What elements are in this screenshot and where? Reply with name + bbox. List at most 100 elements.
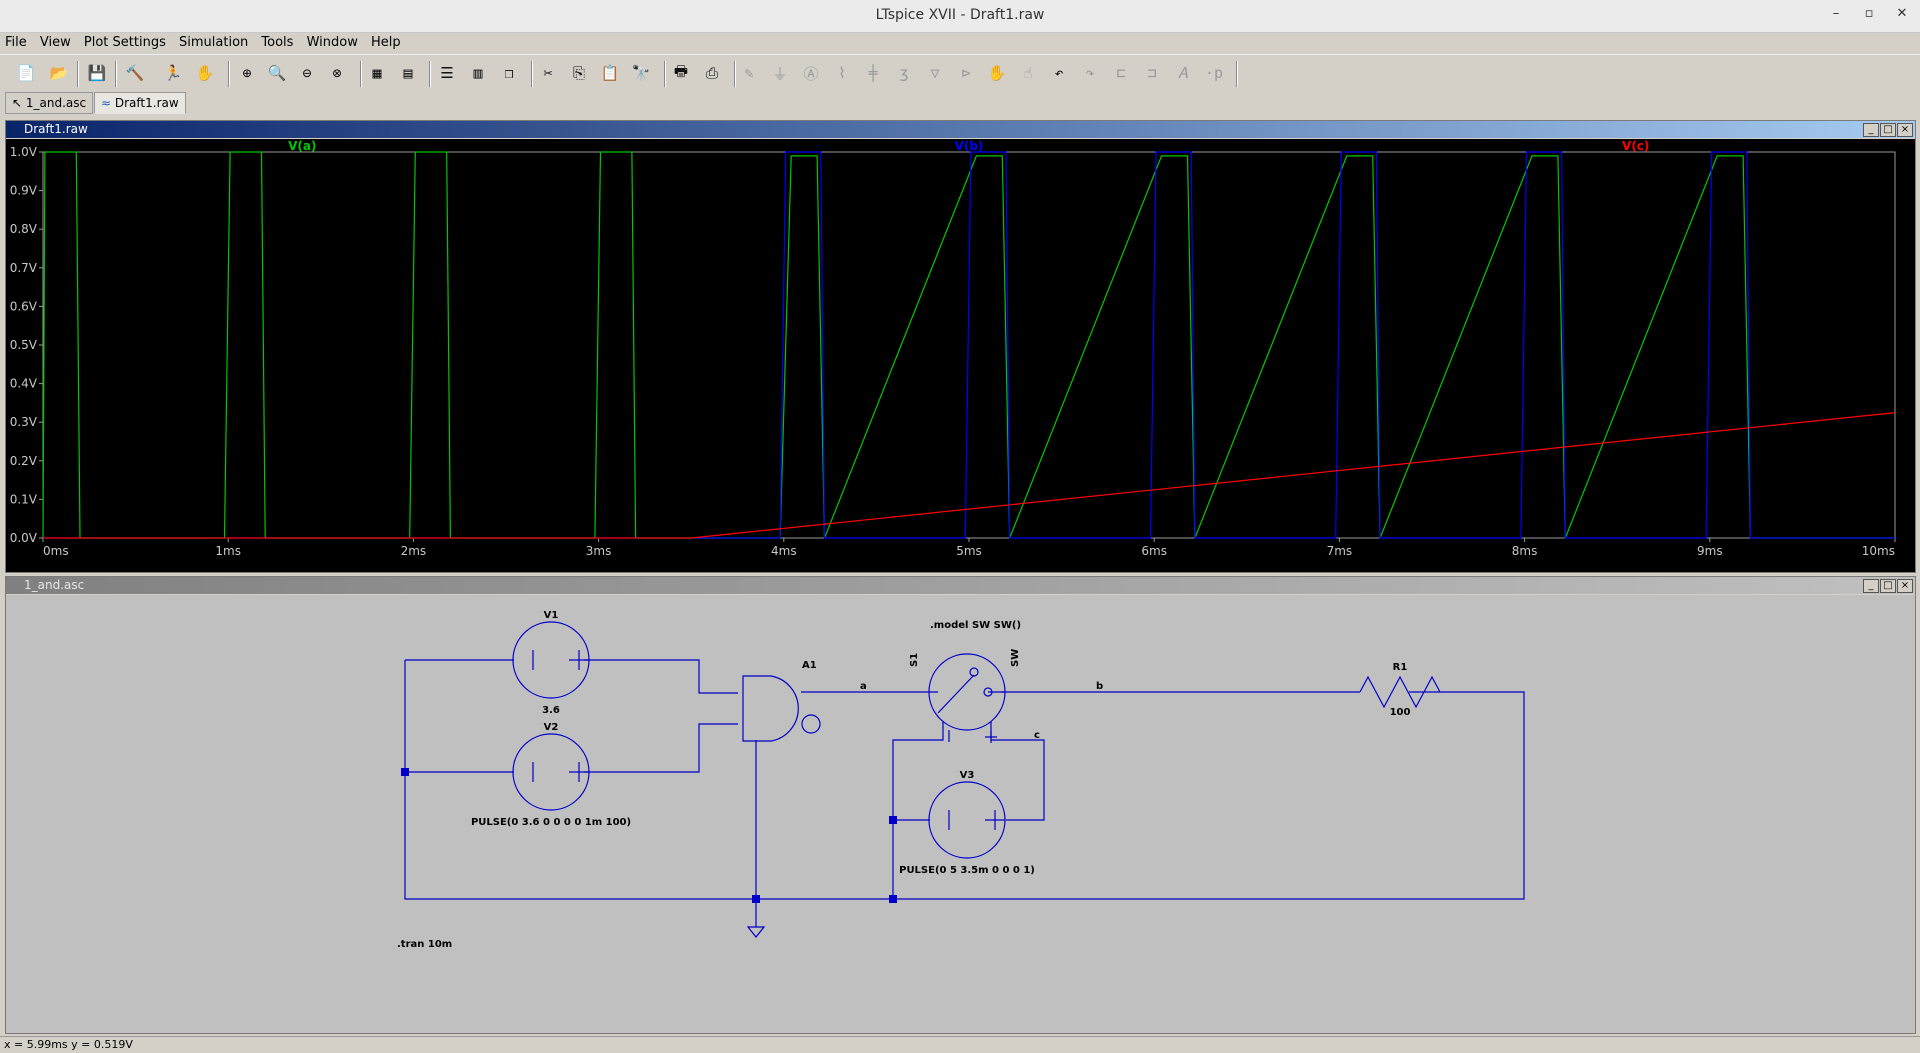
ground-symbol — [746, 926, 766, 938]
s1-label[interactable]: S1 — [909, 653, 920, 667]
zoom-out-icon[interactable]: ⊖ — [302, 64, 312, 82]
wire — [405, 723, 738, 773]
component-icon[interactable]: ⊳ — [961, 64, 971, 82]
manual-range-icon[interactable]: ▤ — [403, 64, 413, 82]
pane-minimize-button[interactable]: _ — [1863, 579, 1879, 593]
v2-label[interactable]: V2 — [544, 722, 559, 733]
menu-bar: File View Plot Settings Simulation Tools… — [0, 33, 1920, 53]
copy-icon[interactable]: ⎘ — [572, 64, 585, 82]
move-icon[interactable]: ✋ — [987, 64, 1007, 82]
r1-label[interactable]: R1 — [1393, 662, 1408, 673]
v3-terminals — [948, 810, 1005, 830]
minimize-icon[interactable]: – — [1832, 6, 1840, 21]
drag-icon[interactable]: ☝ — [1023, 64, 1033, 82]
schematic-drawing[interactable]: V1 3.6 V2 PULSE(0 3.6 0 0 0 0 1m 100) V3… — [6, 595, 1913, 1031]
close-icon[interactable]: ✕ — [1896, 6, 1908, 21]
open-icon[interactable]: 📂 — [49, 64, 69, 82]
junction-dot — [401, 768, 409, 776]
a1-label[interactable]: A1 — [802, 660, 817, 671]
text-icon[interactable]: 𝐴 — [1178, 64, 1188, 82]
menu-simulation[interactable]: Simulation — [179, 35, 249, 50]
tile-vertical-icon[interactable]: ▥ — [473, 64, 483, 82]
redo-icon[interactable]: ↷ — [1085, 64, 1095, 82]
maximize-icon[interactable]: ▫ — [1864, 6, 1874, 21]
y-tick-label: 1.0V — [10, 145, 38, 159]
s1-model[interactable]: SW — [1010, 649, 1021, 667]
print-icon[interactable]: 🖶 — [673, 61, 689, 80]
cursor-readout: x = 5.99ms y = 0.519V — [4, 1038, 133, 1051]
zoom-in-icon[interactable]: ⊕ — [242, 64, 252, 82]
pane-maximize-button[interactable]: □ — [1880, 123, 1896, 137]
ground-icon[interactable]: ⏚ — [772, 64, 788, 83]
pane-close-button[interactable]: × — [1897, 579, 1913, 593]
legend-label-va[interactable]: V(a) — [288, 139, 316, 153]
series-line-vb[interactable] — [43, 151, 1895, 539]
autorange-icon[interactable]: ▦ — [372, 64, 382, 82]
s1-switch-symbol — [928, 653, 1006, 731]
menu-file[interactable]: File — [5, 35, 27, 50]
net-label-c[interactable]: c — [1034, 730, 1040, 741]
find-icon[interactable]: 🔭 — [631, 64, 651, 82]
v1-value[interactable]: 3.6 — [542, 705, 560, 716]
pane-minimize-button[interactable]: _ — [1863, 123, 1879, 137]
menu-help[interactable]: Help — [370, 35, 401, 50]
legend-label-vc[interactable]: V(c) — [1622, 139, 1649, 153]
print-setup-icon[interactable]: ⎙ — [705, 64, 718, 82]
v3-value[interactable]: PULSE(0 5 3.5m 0 0 0 1) — [899, 865, 1035, 876]
pane-close-button[interactable]: × — [1897, 123, 1913, 137]
pane-maximize-button[interactable]: □ — [1880, 579, 1896, 593]
label-net-icon[interactable]: Ⓐ — [803, 64, 819, 83]
x-tick-label: 7ms — [1327, 544, 1353, 558]
y-tick-label: 0.0V — [10, 531, 38, 545]
x-tick-label: 8ms — [1512, 544, 1538, 558]
zoom-icon[interactable]: 🔍 — [267, 64, 287, 82]
spice-directive-icon[interactable]: ·p — [1204, 64, 1224, 82]
wire — [405, 659, 738, 694]
wire-icon[interactable]: ✎ — [744, 64, 754, 82]
v3-label[interactable]: V3 — [960, 770, 975, 781]
save-icon[interactable]: 💾 — [87, 64, 107, 82]
series-line-vc[interactable] — [43, 412, 1896, 539]
model-directive[interactable]: .model SW SW() — [930, 620, 1021, 631]
mirror-icon[interactable]: ⊐ — [1147, 64, 1157, 82]
cut-icon[interactable]: ✂ — [543, 64, 553, 82]
diode-icon[interactable]: ▽ — [930, 64, 940, 82]
tran-directive[interactable]: .tran 10m — [397, 939, 452, 950]
schematic-window-title: 1_and.asc — [6, 577, 1915, 594]
new-schematic-icon[interactable]: 📄 — [16, 64, 36, 82]
menu-window[interactable]: Window — [306, 35, 358, 50]
capacitor-icon[interactable]: ╪ — [868, 64, 878, 82]
zoom-fit-icon[interactable]: ⊗ — [332, 64, 342, 82]
x-tick-label: 5ms — [956, 544, 982, 558]
cascade-icon[interactable]: ❐ — [504, 64, 514, 82]
legend-label-vb[interactable]: V(b) — [955, 139, 984, 153]
x-tick-label: 2ms — [401, 544, 427, 558]
tab-draft1-raw[interactable]: ≈ Draft1.raw — [94, 92, 186, 114]
waveform-chart[interactable]: 0.0V0.1V0.2V0.3V0.4V0.5V0.6V0.7V0.8V0.9V… — [6, 139, 1913, 570]
tab-1-and-asc[interactable]: ↖ 1_and.asc — [5, 92, 94, 114]
y-tick-label: 0.2V — [10, 454, 38, 468]
inductor-icon[interactable]: ʒ — [899, 64, 909, 82]
menu-plot-settings[interactable]: Plot Settings — [83, 35, 166, 50]
run-icon[interactable]: 🏃 — [163, 64, 183, 82]
menu-tools[interactable]: Tools — [261, 35, 294, 50]
v1-label[interactable]: V1 — [544, 610, 559, 621]
resistor-icon[interactable]: ⌇ — [838, 64, 846, 82]
pan-icon[interactable]: ✋ — [195, 64, 215, 82]
tile-horizontal-icon[interactable]: ☰ — [440, 64, 454, 82]
net-label-b[interactable]: b — [1096, 681, 1103, 692]
rotate-icon[interactable]: ⊏ — [1116, 64, 1126, 82]
r1-value[interactable]: 100 — [1390, 707, 1411, 718]
net-label-a[interactable]: a — [860, 681, 867, 692]
junction-dot — [889, 816, 897, 824]
series-line-va[interactable] — [42, 151, 1895, 539]
paste-icon[interactable]: 📋 — [600, 64, 620, 82]
undo-icon[interactable]: ↶ — [1054, 64, 1064, 82]
v1-terminals — [532, 650, 589, 670]
v2-value[interactable]: PULSE(0 3.6 0 0 0 0 1m 100) — [471, 817, 631, 828]
control-panel-icon[interactable]: 🔨 — [125, 64, 145, 82]
junction-dot — [752, 895, 760, 903]
menu-view[interactable]: View — [39, 35, 71, 50]
schematic-canvas[interactable]: V1 3.6 V2 PULSE(0 3.6 0 0 0 0 1m 100) V3… — [6, 595, 1915, 1033]
